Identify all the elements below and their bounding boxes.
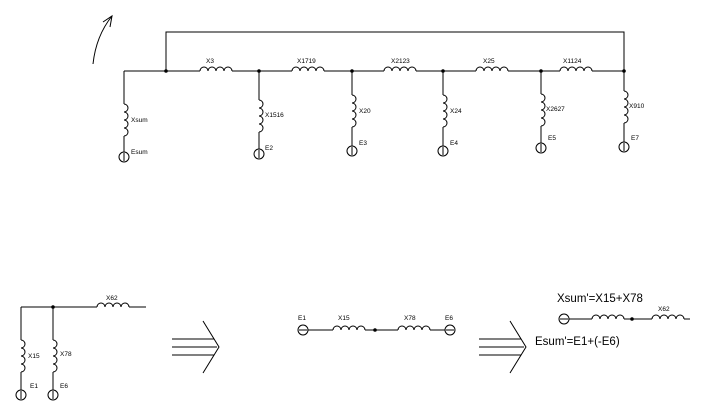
formula-esum: Esum'=E1+(-E6) xyxy=(535,336,620,348)
reactance-label: X910 xyxy=(629,103,645,110)
branch-x20: X20 E3 xyxy=(346,71,371,157)
reactance-label: X1516 xyxy=(265,112,284,119)
series-label: X2123 xyxy=(391,58,410,65)
source-label: E7 xyxy=(631,135,639,142)
reactance-label: X78 xyxy=(60,351,72,358)
reactance-label: X78 xyxy=(404,315,416,322)
step2-circuit: E1 X15 X78 E6 xyxy=(297,315,456,336)
branch-x910: X910 E7 xyxy=(618,71,645,153)
source-label: E6 xyxy=(445,315,453,322)
series-label: X3 xyxy=(206,58,214,65)
source-label: E2 xyxy=(265,145,273,152)
reactance-label: X62 xyxy=(106,295,118,302)
transform-arrow-icon xyxy=(479,320,527,374)
source-label: E5 xyxy=(548,135,556,142)
formula-xsum: Xsum'=X15+X78 xyxy=(557,293,643,305)
rotation-arrow-icon xyxy=(92,15,113,65)
junction-node xyxy=(630,317,634,321)
source-label: E4 xyxy=(450,140,458,147)
series-inductor xyxy=(96,302,130,308)
series-inductor xyxy=(332,325,366,331)
series-inductor xyxy=(383,66,417,72)
reactance-label: X15 xyxy=(28,353,40,360)
junction-node xyxy=(164,69,168,73)
reactance-label: X15 xyxy=(338,315,350,322)
reactance-label: X24 xyxy=(450,108,462,115)
series-inductor xyxy=(591,314,625,320)
top-loop-wire xyxy=(165,31,625,71)
series-inductor xyxy=(475,66,509,72)
source-label: E1 xyxy=(298,315,306,322)
step1-circuit: X62 X15 E1 X78 E6 xyxy=(15,295,146,401)
series-inductor xyxy=(651,314,685,320)
junction-node xyxy=(373,328,377,332)
series-inductor xyxy=(397,325,431,331)
reactance-label: X20 xyxy=(359,108,371,115)
series-inductor xyxy=(559,66,593,72)
source-label: E3 xyxy=(359,140,367,147)
source-label: E1 xyxy=(30,383,38,390)
transform-arrow-icon xyxy=(172,320,220,374)
source-label: Esum xyxy=(131,149,148,156)
rotation-arrow-head-icon xyxy=(102,14,113,28)
source-label: E6 xyxy=(60,383,68,390)
branch-x1516: X1516 E2 xyxy=(253,71,284,160)
series-label: X25 xyxy=(483,58,495,65)
series-label: X1719 xyxy=(297,58,316,65)
series-inductor xyxy=(199,66,233,72)
branch-x2627: X2627 E5 xyxy=(535,71,565,154)
branch-xsum: Xsum Esum xyxy=(118,71,148,163)
series-label: X1124 xyxy=(563,58,582,65)
step3-circuit: Xsum'=X15+X78 Esum'=E1+(-E6) X62 xyxy=(535,293,690,348)
reactance-label: Xsum xyxy=(131,117,148,124)
branch-x24: X24 E4 xyxy=(437,71,462,157)
series-inductor xyxy=(291,66,325,72)
main-circuit: X3 X1719 X2123 X25 X1124 Xsum Esum xyxy=(92,14,645,163)
reactance-label: X62 xyxy=(658,306,670,313)
reactance-label: X2627 xyxy=(546,106,565,113)
